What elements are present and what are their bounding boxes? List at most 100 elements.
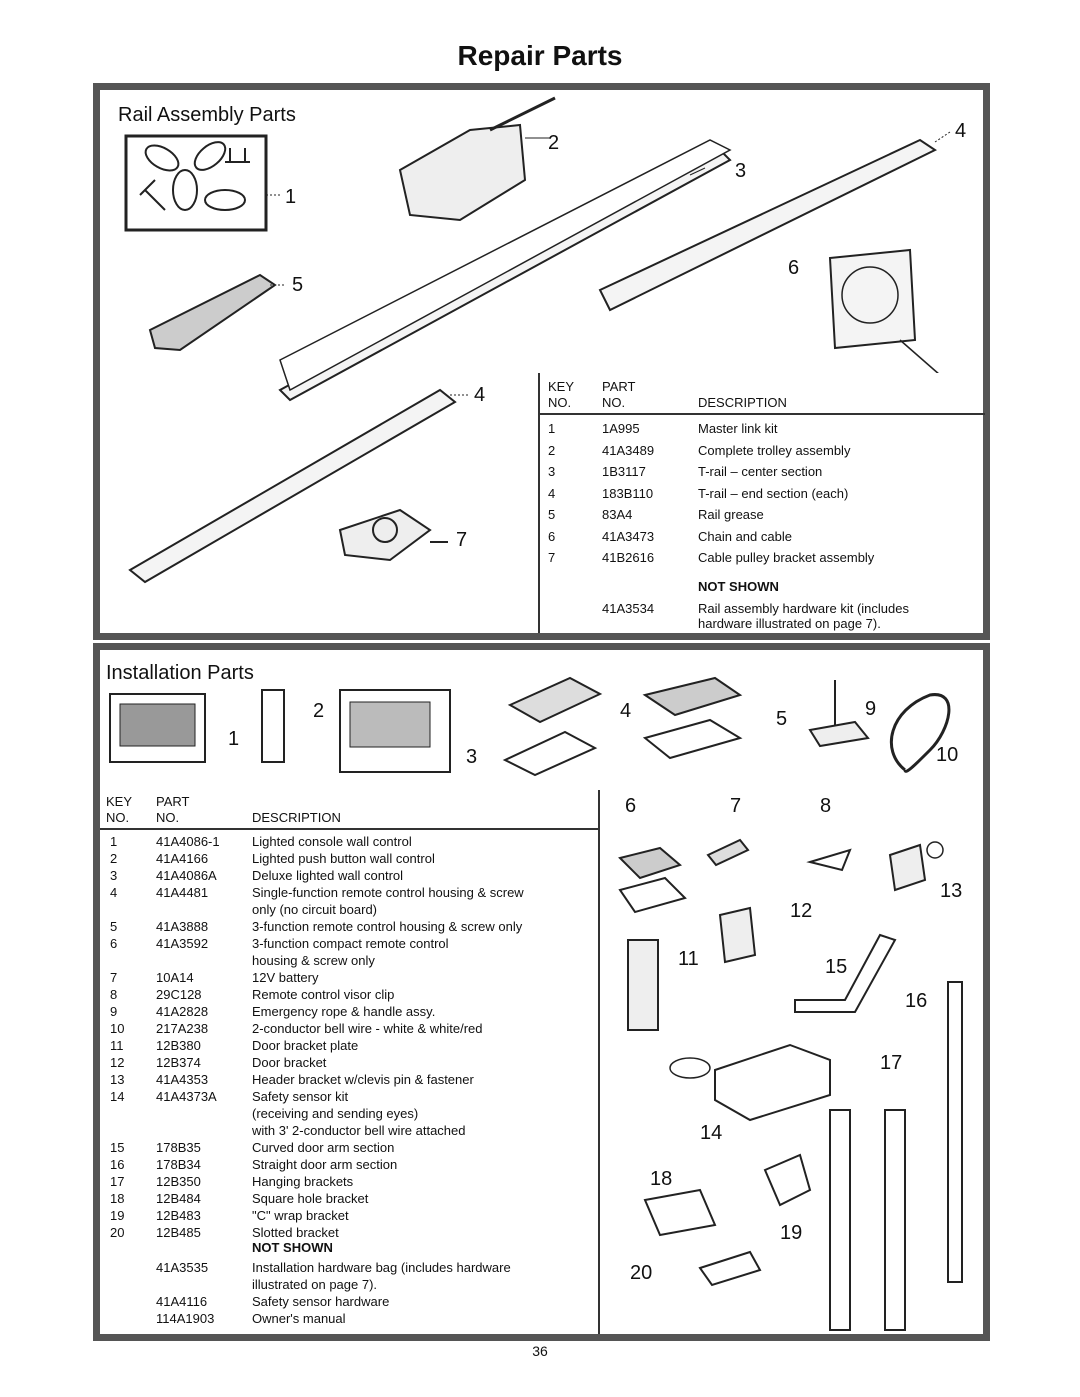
callout-19: 19 (780, 1222, 803, 1244)
callout-2: 2 (548, 132, 560, 154)
cell-key: 6 (548, 528, 556, 544)
key-header: KEY (548, 379, 575, 394)
cell-key: 19 (110, 1208, 125, 1223)
cell-part: 41A4373A (156, 1089, 217, 1104)
page-number: 36 (532, 1343, 548, 1359)
cell-desc: 12V battery (252, 970, 319, 985)
cell-desc: Chain and cable (698, 528, 792, 544)
cell-key: 4 (548, 485, 556, 501)
installation-illustration (109, 676, 963, 1331)
cell-part: 83A4 (602, 507, 633, 522)
cell-desc: Hanging brackets (252, 1174, 354, 1189)
callout-13: 13 (940, 880, 963, 902)
cell-desc: Installation hardware bag (includes hard… (252, 1260, 511, 1275)
cell-desc: with 3' 2-conductor bell wire attached (252, 1123, 466, 1138)
cell-key: 18 (110, 1191, 125, 1206)
callout-12: 12 (790, 900, 813, 922)
cell-key: 13 (110, 1072, 125, 1087)
cell-part: 217A238 (156, 1021, 209, 1036)
cell-part: 12B374 (156, 1055, 201, 1070)
cell-key: 7 (548, 550, 556, 565)
cell-part: 41A3888 (156, 919, 209, 934)
cell-key: 2 (548, 442, 556, 458)
cell-part: 41A4481 (156, 885, 209, 900)
part-header: PART (156, 794, 190, 809)
callout-6: 6 (788, 257, 800, 279)
cell-part: 41A4086-1 (156, 834, 220, 849)
cell-desc: Header bracket w/clevis pin & fastener (252, 1072, 474, 1087)
cell-part: 41A3473 (602, 528, 655, 544)
cell-part: 41A4166 (156, 851, 209, 866)
callout-17: 17 (880, 1052, 903, 1074)
callout-5: 5 (776, 708, 788, 730)
callout-4-top: 4 (955, 120, 967, 142)
not-shown-label: NOT SHOWN (252, 1240, 333, 1255)
callout-4-bottom: 4 (474, 384, 486, 406)
cell-key: 16 (110, 1157, 125, 1172)
cell-key: 11 (110, 1038, 124, 1053)
cell-desc: only (no circuit board) (252, 902, 377, 917)
cell-desc: Door bracket (252, 1055, 327, 1070)
cell-desc: Door bracket plate (252, 1038, 359, 1053)
cell-key: 20 (110, 1225, 125, 1240)
cell-desc: Slotted bracket (252, 1225, 339, 1240)
cell-desc: Safety sensor kit (252, 1089, 349, 1104)
no-header: NO. (106, 810, 130, 825)
cell-desc: Cable pulley bracket assembly (698, 550, 875, 565)
cell-desc: Straight door arm section (252, 1157, 398, 1172)
description-header: DESCRIPTION (252, 810, 341, 825)
rail-section-title: Rail Assembly Parts (118, 104, 296, 126)
cell-part: 178B34 (156, 1157, 201, 1172)
cell-key: 3 (110, 868, 118, 883)
cell-desc: Square hole bracket (252, 1191, 369, 1206)
cell-part: 29C128 (156, 987, 202, 1002)
key-header: KEY (106, 794, 133, 809)
cell-desc: Emergency rope & handle assy. (252, 1004, 436, 1019)
callout-7: 7 (730, 795, 742, 817)
cell-part: 183B110 (602, 485, 654, 501)
cell-part: 10A14 (156, 970, 194, 985)
cell-part: 1B3117 (602, 464, 646, 479)
callout-1: 1 (285, 186, 297, 208)
installation-section-title: Installation Parts (106, 662, 254, 684)
cell-key: 5 (548, 507, 556, 522)
cell-desc: Remote control visor clip (252, 987, 395, 1002)
cell-desc: T-rail – center section (698, 464, 823, 479)
part-no-header: NO. (156, 810, 180, 825)
cell-part: 1A995 (602, 421, 640, 436)
cell-key: 10 (110, 1021, 125, 1036)
callout-10: 10 (936, 744, 959, 766)
cell-desc: Lighted push button wall control (252, 851, 435, 866)
callout-5: 5 (292, 274, 304, 296)
cell-part: 41A3535 (156, 1260, 209, 1275)
part-header: PART (602, 379, 636, 394)
cell-desc: Deluxe lighted wall control (252, 868, 404, 883)
cell-part: 12B484 (156, 1191, 201, 1206)
cell-desc: Safety sensor hardware (252, 1294, 390, 1309)
cell-part: 12B483 (156, 1208, 201, 1223)
cell-desc: illustrated on page 7). (252, 1277, 378, 1292)
cell-part: 41A3489 (602, 442, 655, 458)
cell-desc: Rail grease (698, 507, 764, 522)
cell-desc: T-rail – end section (each) (698, 485, 849, 501)
cell-desc: Single-function remote control housing &… (252, 885, 524, 900)
callout-4: 4 (620, 700, 632, 722)
cell-key: 9 (110, 1004, 118, 1019)
callout-2: 2 (313, 700, 325, 722)
cell-key: 12 (110, 1055, 125, 1070)
description-header: DESCRIPTION (698, 395, 787, 410)
cell-desc: Curved door arm section (252, 1140, 395, 1155)
cell-key: 5 (110, 919, 118, 934)
callout-14: 14 (700, 1122, 723, 1144)
cell-part: 41A4353 (156, 1072, 209, 1087)
callout-11: 11 (678, 948, 699, 970)
callout-16: 16 (905, 990, 928, 1012)
cell-part: 41A4086A (156, 868, 217, 883)
cell-key: 14 (110, 1089, 125, 1104)
callout-18: 18 (650, 1168, 673, 1190)
cell-desc: "C" wrap bracket (252, 1208, 349, 1223)
cell-key: 7 (110, 970, 118, 985)
cell-desc: (receiving and sending eyes) (252, 1106, 419, 1121)
cell-part: 41A2828 (156, 1004, 209, 1019)
